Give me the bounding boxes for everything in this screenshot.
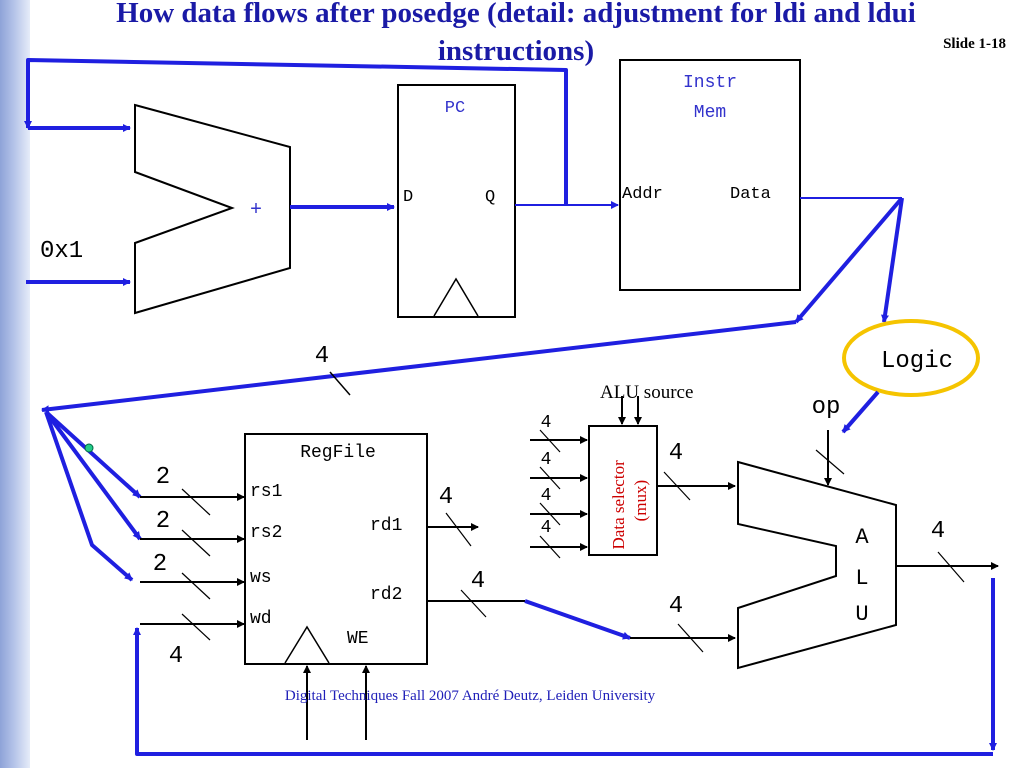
mux-out-width: 4	[669, 440, 683, 467]
regfile-control-lines	[303, 665, 370, 740]
logic-label: Logic	[881, 348, 953, 375]
imem-data-port: Data	[730, 185, 771, 204]
logic-to-alu-op-wire	[841, 390, 880, 434]
alu-letter-a: A	[855, 525, 869, 550]
instr-mem: Instr Mem Addr Data	[619, 59, 801, 291]
regfile-rs2: rs2	[250, 523, 282, 543]
mux-control-wires	[618, 396, 642, 425]
mux-in4-width: 4	[541, 518, 552, 538]
regfile-input-wires	[140, 488, 245, 641]
logic-block: Logic	[842, 319, 980, 397]
register-file: RegFile rs1 rs2 ws wd rd1 rd2 WE	[244, 433, 428, 665]
regfile-ws: ws	[250, 568, 272, 588]
mux-label: Data selector (mux)	[609, 431, 650, 550]
instr-bus-wire	[41, 320, 797, 582]
instr-bus-width: 4	[315, 343, 329, 370]
imem-data-wire	[794, 196, 904, 324]
rd2-width: 4	[471, 568, 485, 595]
adder-constant: 0x1	[40, 238, 83, 265]
mux-label-line2: (mux)	[631, 480, 650, 522]
data-selector-mux: Data selector (mux)	[588, 425, 658, 556]
pc-q-port: Q	[485, 188, 495, 207]
regfile-rd2: rd2	[370, 585, 402, 605]
adder: +	[134, 103, 291, 315]
imem-title-1: Instr	[683, 73, 737, 93]
imem-addr-port: Addr	[622, 185, 663, 204]
regfile-title: RegFile	[300, 443, 376, 463]
writeback-wire	[133, 578, 997, 756]
alu-out-width: 4	[931, 518, 945, 545]
ws-width: 2	[153, 551, 167, 578]
alu-op-label: op	[812, 394, 841, 421]
rd1-output-wire	[427, 512, 479, 547]
alu: A L U	[737, 460, 897, 670]
alu-b-width: 4	[669, 593, 683, 620]
rs2-width: 2	[156, 508, 170, 535]
bus-junction-dot	[84, 443, 94, 453]
rd1-width: 4	[439, 484, 453, 511]
imem-title-2: Mem	[694, 103, 726, 123]
instr-bus-slash	[329, 371, 351, 396]
mux-output-wire	[657, 471, 736, 501]
rs1-width: 2	[156, 464, 170, 491]
mux-control-label: ALU source	[600, 382, 693, 403]
regfile-wd: wd	[250, 609, 272, 629]
pc-feedback-wire	[24, 58, 568, 204]
mux-label-line1: Data selector	[609, 460, 628, 550]
slide-footer: Digital Techniques Fall 2007 André Deutz…	[284, 688, 656, 704]
mux-in1-width: 4	[541, 413, 552, 433]
pc-title: PC	[445, 99, 465, 118]
mux-input-wires	[530, 429, 588, 559]
alu-letter-u: U	[855, 602, 868, 627]
alu-op-wire	[815, 430, 845, 486]
regfile-rd1: rd1	[370, 516, 402, 536]
regfile-rs1: rs1	[250, 482, 282, 502]
rd2-output-wire	[427, 589, 736, 653]
pc-d-port: D	[403, 188, 413, 207]
slide-number: Slide 1-18	[943, 36, 1006, 52]
wd-width: 4	[169, 643, 183, 670]
slide-title: How data flows after posedge (detail: ad…	[116, 0, 916, 67]
alu-letter-l: L	[855, 566, 868, 591]
adder-plus: +	[250, 199, 262, 222]
pc-register: PC D Q	[397, 84, 516, 318]
alu-output-wire	[896, 551, 999, 583]
regfile-we: WE	[347, 629, 369, 649]
mux-in2-width: 4	[541, 450, 552, 470]
mux-in3-width: 4	[541, 486, 552, 506]
